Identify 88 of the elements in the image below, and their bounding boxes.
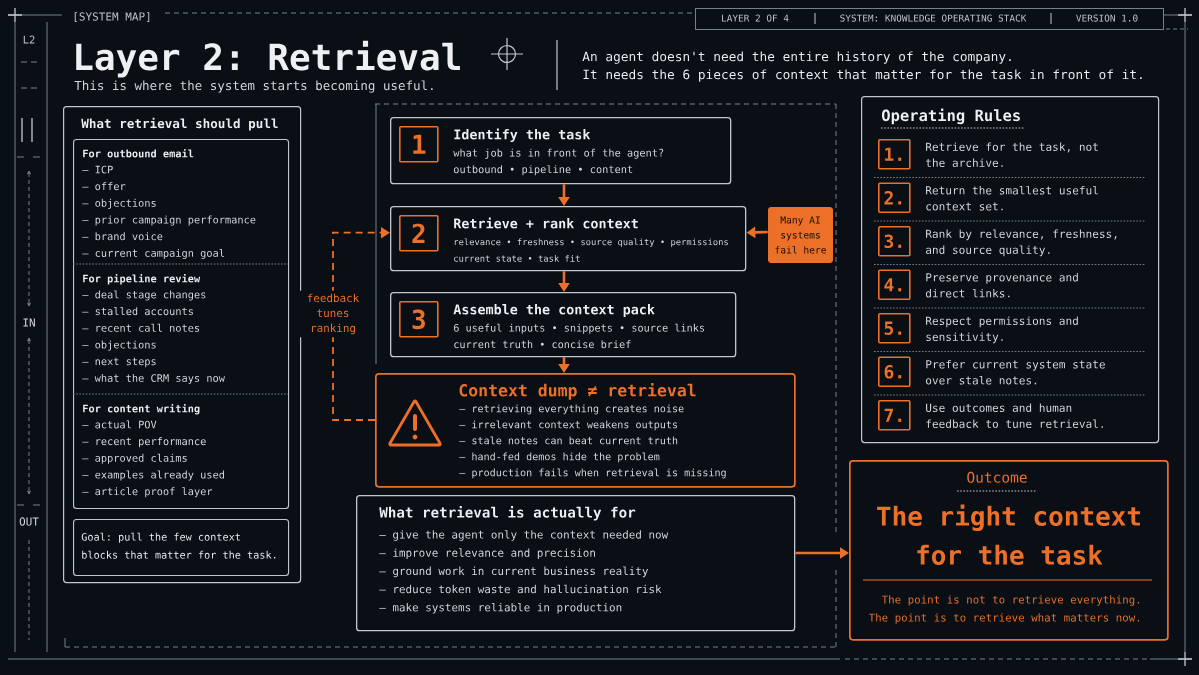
rule-text: Return the smallest useful context set. <box>926 185 1098 211</box>
list-item: — production fails when retrieval is missing <box>459 468 726 479</box>
rule-text: Retrieve for the task, not the archive. <box>926 142 1098 168</box>
list-item: — ground work in current business reality <box>379 566 649 578</box>
list-item: — offer <box>82 182 126 191</box>
step-box <box>390 206 747 272</box>
list-item: — irrelevant context weakens outputs <box>459 420 678 431</box>
rule-text: Prefer current system state over stale notes. <box>926 359 1105 385</box>
list-frame <box>73 139 290 510</box>
header-label: LAYER 2 OF 4 <box>722 14 789 22</box>
warning-title: Context dump ≠ retrieval <box>459 382 696 400</box>
outcome-box <box>849 460 1169 641</box>
number-badge: 1. <box>878 139 911 170</box>
list-item: — improve relevance and precision <box>379 548 595 559</box>
list-item: — prior campaign performance <box>82 215 256 226</box>
number-badge: 7. <box>878 400 911 431</box>
list-item: — brand voice <box>82 232 163 241</box>
ruler-label: IN <box>23 318 35 327</box>
number-badge: 1 <box>399 126 439 163</box>
tag-label: [SYSTEM MAP] <box>74 12 150 22</box>
number-badge: 5. <box>878 313 911 344</box>
list-item: — actual POV <box>82 420 157 429</box>
rule-text: Rank by relevance, freshness, and source quality. <box>926 229 1117 257</box>
header-label: SYSTEM: KNOWLEDGE OPERATING STACK <box>840 14 1027 22</box>
note-text: Goal: pull the few context blocks that matter for the task. <box>81 532 276 559</box>
panel-title: Operating Rules <box>881 108 1020 125</box>
panel <box>861 96 1160 444</box>
header-bar <box>695 8 1164 30</box>
note-text: The point is to retrieve what matters now. <box>868 613 1140 624</box>
rule-text: Use outcomes and human feedback to tune retrieval. <box>926 403 1103 429</box>
list-item: — ICP <box>82 165 113 174</box>
step-box <box>390 292 737 358</box>
list-item: — current campaign goal <box>82 248 224 259</box>
panel-title: What retrieval should pull <box>81 117 278 131</box>
step-title: Identify the task <box>454 128 591 143</box>
list-item: — stalled accounts <box>82 307 193 316</box>
list-item: — reduce token waste and hallucination risk <box>379 584 662 594</box>
rule-text: Respect permissions and sensitivity. <box>926 316 1078 344</box>
list-item: — objections <box>82 340 156 351</box>
number-badge: 3 <box>399 301 439 338</box>
list-item: — article proof layer <box>82 487 213 498</box>
list-item: — approved claims <box>82 453 187 464</box>
number-badge: 6. <box>878 356 911 388</box>
step-title: Retrieve + rank context <box>454 217 638 229</box>
title: Layer 2: Retrieval <box>76 40 460 78</box>
intro-text: It needs the 6 pieces of context that matter for the task in front of it. <box>583 69 1142 82</box>
edge-label: feedback tunes ranking <box>300 290 366 338</box>
list-item: — objections <box>82 198 156 209</box>
step-detail: 6 useful inputs • snippets • source links current truth • concise brief <box>453 323 704 349</box>
list-item: — next steps <box>82 357 156 368</box>
number-badge: 2 <box>399 215 439 252</box>
list-item: — recent performance <box>82 437 206 448</box>
section-heading: For outbound email <box>83 148 194 158</box>
list-title: What retrieval is actually for <box>379 505 636 521</box>
callout-box: Many AI systems fail here <box>768 207 833 263</box>
list-box <box>356 495 796 632</box>
list-item: — deal stage changes <box>82 290 206 301</box>
subtitle: This is where the system starts becoming useful. <box>74 80 433 93</box>
panel <box>63 106 302 584</box>
note-box <box>73 519 290 577</box>
list-item: — make systems reliable in production <box>379 602 622 614</box>
step-detail: outbound • pipeline • content <box>453 165 633 176</box>
number-badge: 4. <box>878 269 911 301</box>
note-text: The point is not to retrieve everything. <box>881 595 1140 606</box>
section-heading: For content writing <box>83 403 200 415</box>
warning-box <box>375 373 796 488</box>
number-badge: 3. <box>878 226 911 257</box>
layer-label: L2 <box>23 35 35 44</box>
list-item: — give the agent only the context needed now <box>379 530 669 541</box>
list-item: — hand-fed demos hide the problem <box>459 452 660 463</box>
step-box <box>390 117 732 185</box>
list-item: — what the CRM says now <box>82 373 225 384</box>
list-item: — recent call notes <box>82 323 200 332</box>
rule-text: Preserve provenance and direct links. <box>925 272 1078 298</box>
section-heading: For pipeline review <box>83 273 201 285</box>
intro-text: An agent doesn't need the entire history of the company. <box>582 51 1011 64</box>
step-title: Assemble the context pack <box>453 304 655 318</box>
number-badge: 2. <box>878 182 911 214</box>
step-detail: relevance • freshness • source quality • permissions current state • task fit <box>454 238 728 262</box>
list-item: — stale notes can beat current truth <box>459 436 678 445</box>
step-detail: what job is in front of the agent? <box>453 148 664 159</box>
header-label: VERSION 1.0 <box>1076 14 1138 22</box>
headline: The right context for the task <box>877 504 1140 565</box>
dashed-arrow <box>332 226 390 421</box>
heading: Outcome <box>967 471 1027 483</box>
list-item: — examples already used <box>82 470 224 481</box>
ruler-label: OUT <box>19 517 39 526</box>
list-item: — retrieving everything creates noise <box>459 404 684 415</box>
